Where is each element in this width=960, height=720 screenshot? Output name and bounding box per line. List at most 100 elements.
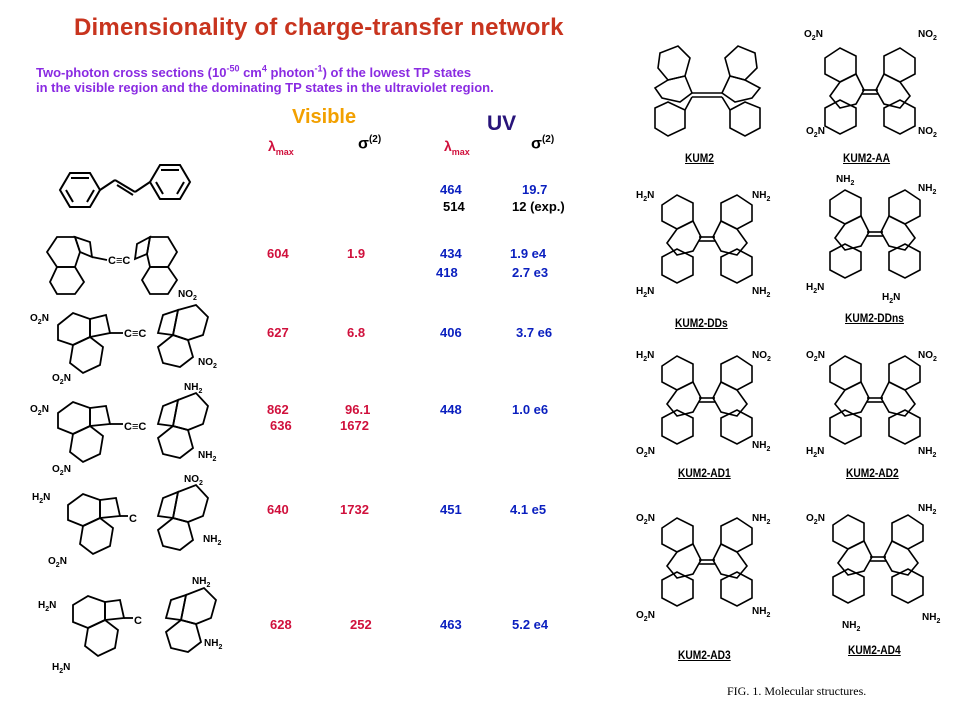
uv-lambda-header: λmax: [444, 138, 470, 157]
molecule-label: KUM2-AA: [843, 151, 891, 165]
molecule-kum2-ad2: [829, 355, 921, 445]
h2n-group: H2N: [32, 492, 50, 505]
table-cell: 4.1 e5: [510, 502, 547, 517]
molecule-kum2-aa: [824, 47, 916, 135]
table-cell: 1.0 e6: [512, 402, 549, 417]
no2-label: NO2: [752, 350, 771, 363]
molecule-kum2-ad4: [832, 514, 924, 604]
o2n-group: O2N: [52, 464, 71, 477]
no2-label: NO2: [918, 350, 937, 363]
table-cell: 1.9: [347, 246, 366, 261]
nh2-label: NH2: [918, 183, 937, 196]
figure-caption: FIG. 1. Molecular structures.: [727, 684, 867, 698]
molecule-label: KUM2-AD1: [678, 466, 731, 480]
molecule-kum2-ad1: [661, 355, 753, 445]
h2n-label: H2N: [636, 350, 655, 363]
o2n-label: O2N: [804, 29, 823, 42]
table-cell: 434: [440, 246, 462, 261]
nh2-label: NH2: [752, 286, 771, 299]
h2n-label: H2N: [806, 282, 825, 295]
table-cell: 448: [440, 402, 462, 417]
visible-lambda-header: λmax: [268, 138, 294, 157]
table-cell: 252: [350, 617, 372, 632]
fluorene-dimer-nh2-structure: C H2N NH2 NH2 H2N: [38, 576, 222, 675]
fluorene-dimer-no2-structure: C≡C O2N NO2 NO2 O2N: [30, 289, 217, 385]
nh2-label: NH2: [842, 620, 861, 633]
molecule-label: KUM2-AD4: [848, 643, 901, 657]
table-cell: 464: [440, 182, 462, 197]
h2n-group: H2N: [38, 600, 56, 613]
molecule-kum2-ddns: [829, 189, 921, 279]
nh2-label: NH2: [918, 503, 937, 516]
nh2-label: NH2: [922, 612, 941, 625]
o2n-group: O2N: [30, 404, 49, 417]
table-cell: 628: [270, 617, 292, 632]
table-cell: 640: [267, 502, 289, 517]
table-cell: 12 (exp.): [512, 199, 565, 214]
molecule-kum2-dds: [661, 194, 753, 284]
cc-label: C≡C: [124, 328, 146, 340]
molecule-label: KUM2-AD2: [846, 466, 899, 480]
o2n-group: O2N: [52, 373, 71, 385]
molecule-label: KUM2-DDns: [845, 311, 904, 325]
table-cell: 5.2 e4: [512, 617, 549, 632]
table-cell: 1732: [340, 502, 369, 517]
nh2-label: NH2: [836, 174, 855, 187]
o2n-label: O2N: [636, 513, 655, 526]
table-cell: 406: [440, 325, 462, 340]
no2-label: NO2: [918, 126, 937, 139]
c-label: C: [134, 615, 142, 627]
nh2-label: NH2: [752, 440, 771, 453]
nh2-label: NH2: [752, 606, 771, 619]
subtitle-line-2: in the visible region and the dominating…: [36, 80, 494, 95]
fluorene-dimer-no2-nh2-structure: C≡C O2N NH2 NH2 O2N: [30, 382, 216, 477]
o2n-label: O2N: [636, 446, 655, 459]
table-cell: 96.1: [345, 402, 371, 417]
table-cell: 6.8: [347, 325, 366, 340]
c-label: C: [129, 513, 137, 525]
table-cell: 463: [440, 617, 462, 632]
table-cell: 604: [267, 246, 289, 261]
o2n-label: O2N: [806, 126, 825, 139]
table-cell: 862: [267, 402, 289, 417]
uv-header: UV: [487, 112, 517, 135]
no2-group: NO2: [178, 289, 197, 302]
table-cell: 451: [440, 502, 462, 517]
nh2-group: NH2: [203, 534, 221, 547]
h2n-label: H2N: [636, 286, 655, 299]
nh2-group: NH2: [198, 450, 216, 463]
no2-group: NO2: [198, 357, 217, 370]
table-cell: 636: [270, 418, 292, 433]
o2n-label: O2N: [806, 350, 825, 363]
nh2-label: NH2: [752, 190, 771, 203]
stilbene-structure: [58, 164, 192, 208]
nh2-label: NH2: [918, 446, 937, 459]
table-cell: 514: [443, 199, 465, 214]
subtitle: Two-photon cross sections (10-50 cm4 pho…: [36, 63, 494, 95]
uv-sigma-header: σ(2): [531, 134, 555, 153]
table-cell: 3.7 e6: [516, 325, 553, 340]
subtitle-line-1: Two-photon cross sections (10-50 cm4 pho…: [36, 63, 472, 80]
h2n-label: H2N: [636, 190, 655, 203]
fluorene-dimer-structure: C≡C: [45, 235, 179, 295]
fluorene-dimer-ad1-structure: C H2N NO2 NH2 O2N: [32, 474, 221, 569]
o2n-label: O2N: [636, 610, 655, 623]
o2n-group: O2N: [48, 556, 67, 569]
table-cell: 627: [267, 325, 289, 340]
nh2-group: NH2: [192, 576, 210, 589]
cc-label: C≡C: [108, 255, 130, 267]
nh2-group: NH2: [184, 382, 202, 395]
h2n-label: H2N: [882, 292, 901, 305]
visible-sigma-header: σ(2): [358, 134, 382, 153]
h2n-label: H2N: [806, 446, 825, 459]
visible-header: Visible: [292, 106, 357, 128]
molecule-label: KUM2-DDs: [675, 316, 728, 330]
nh2-label: NH2: [752, 513, 771, 526]
table-cell: 1672: [340, 418, 369, 433]
molecule-label: KUM2: [685, 151, 714, 165]
table-cell: 2.7 e3: [512, 265, 549, 280]
no2-label: NO2: [918, 29, 937, 42]
table-cell: 1.9 e4: [510, 246, 547, 261]
molecule-kum2-ad3: [661, 517, 753, 607]
table-cell: 418: [436, 265, 458, 280]
